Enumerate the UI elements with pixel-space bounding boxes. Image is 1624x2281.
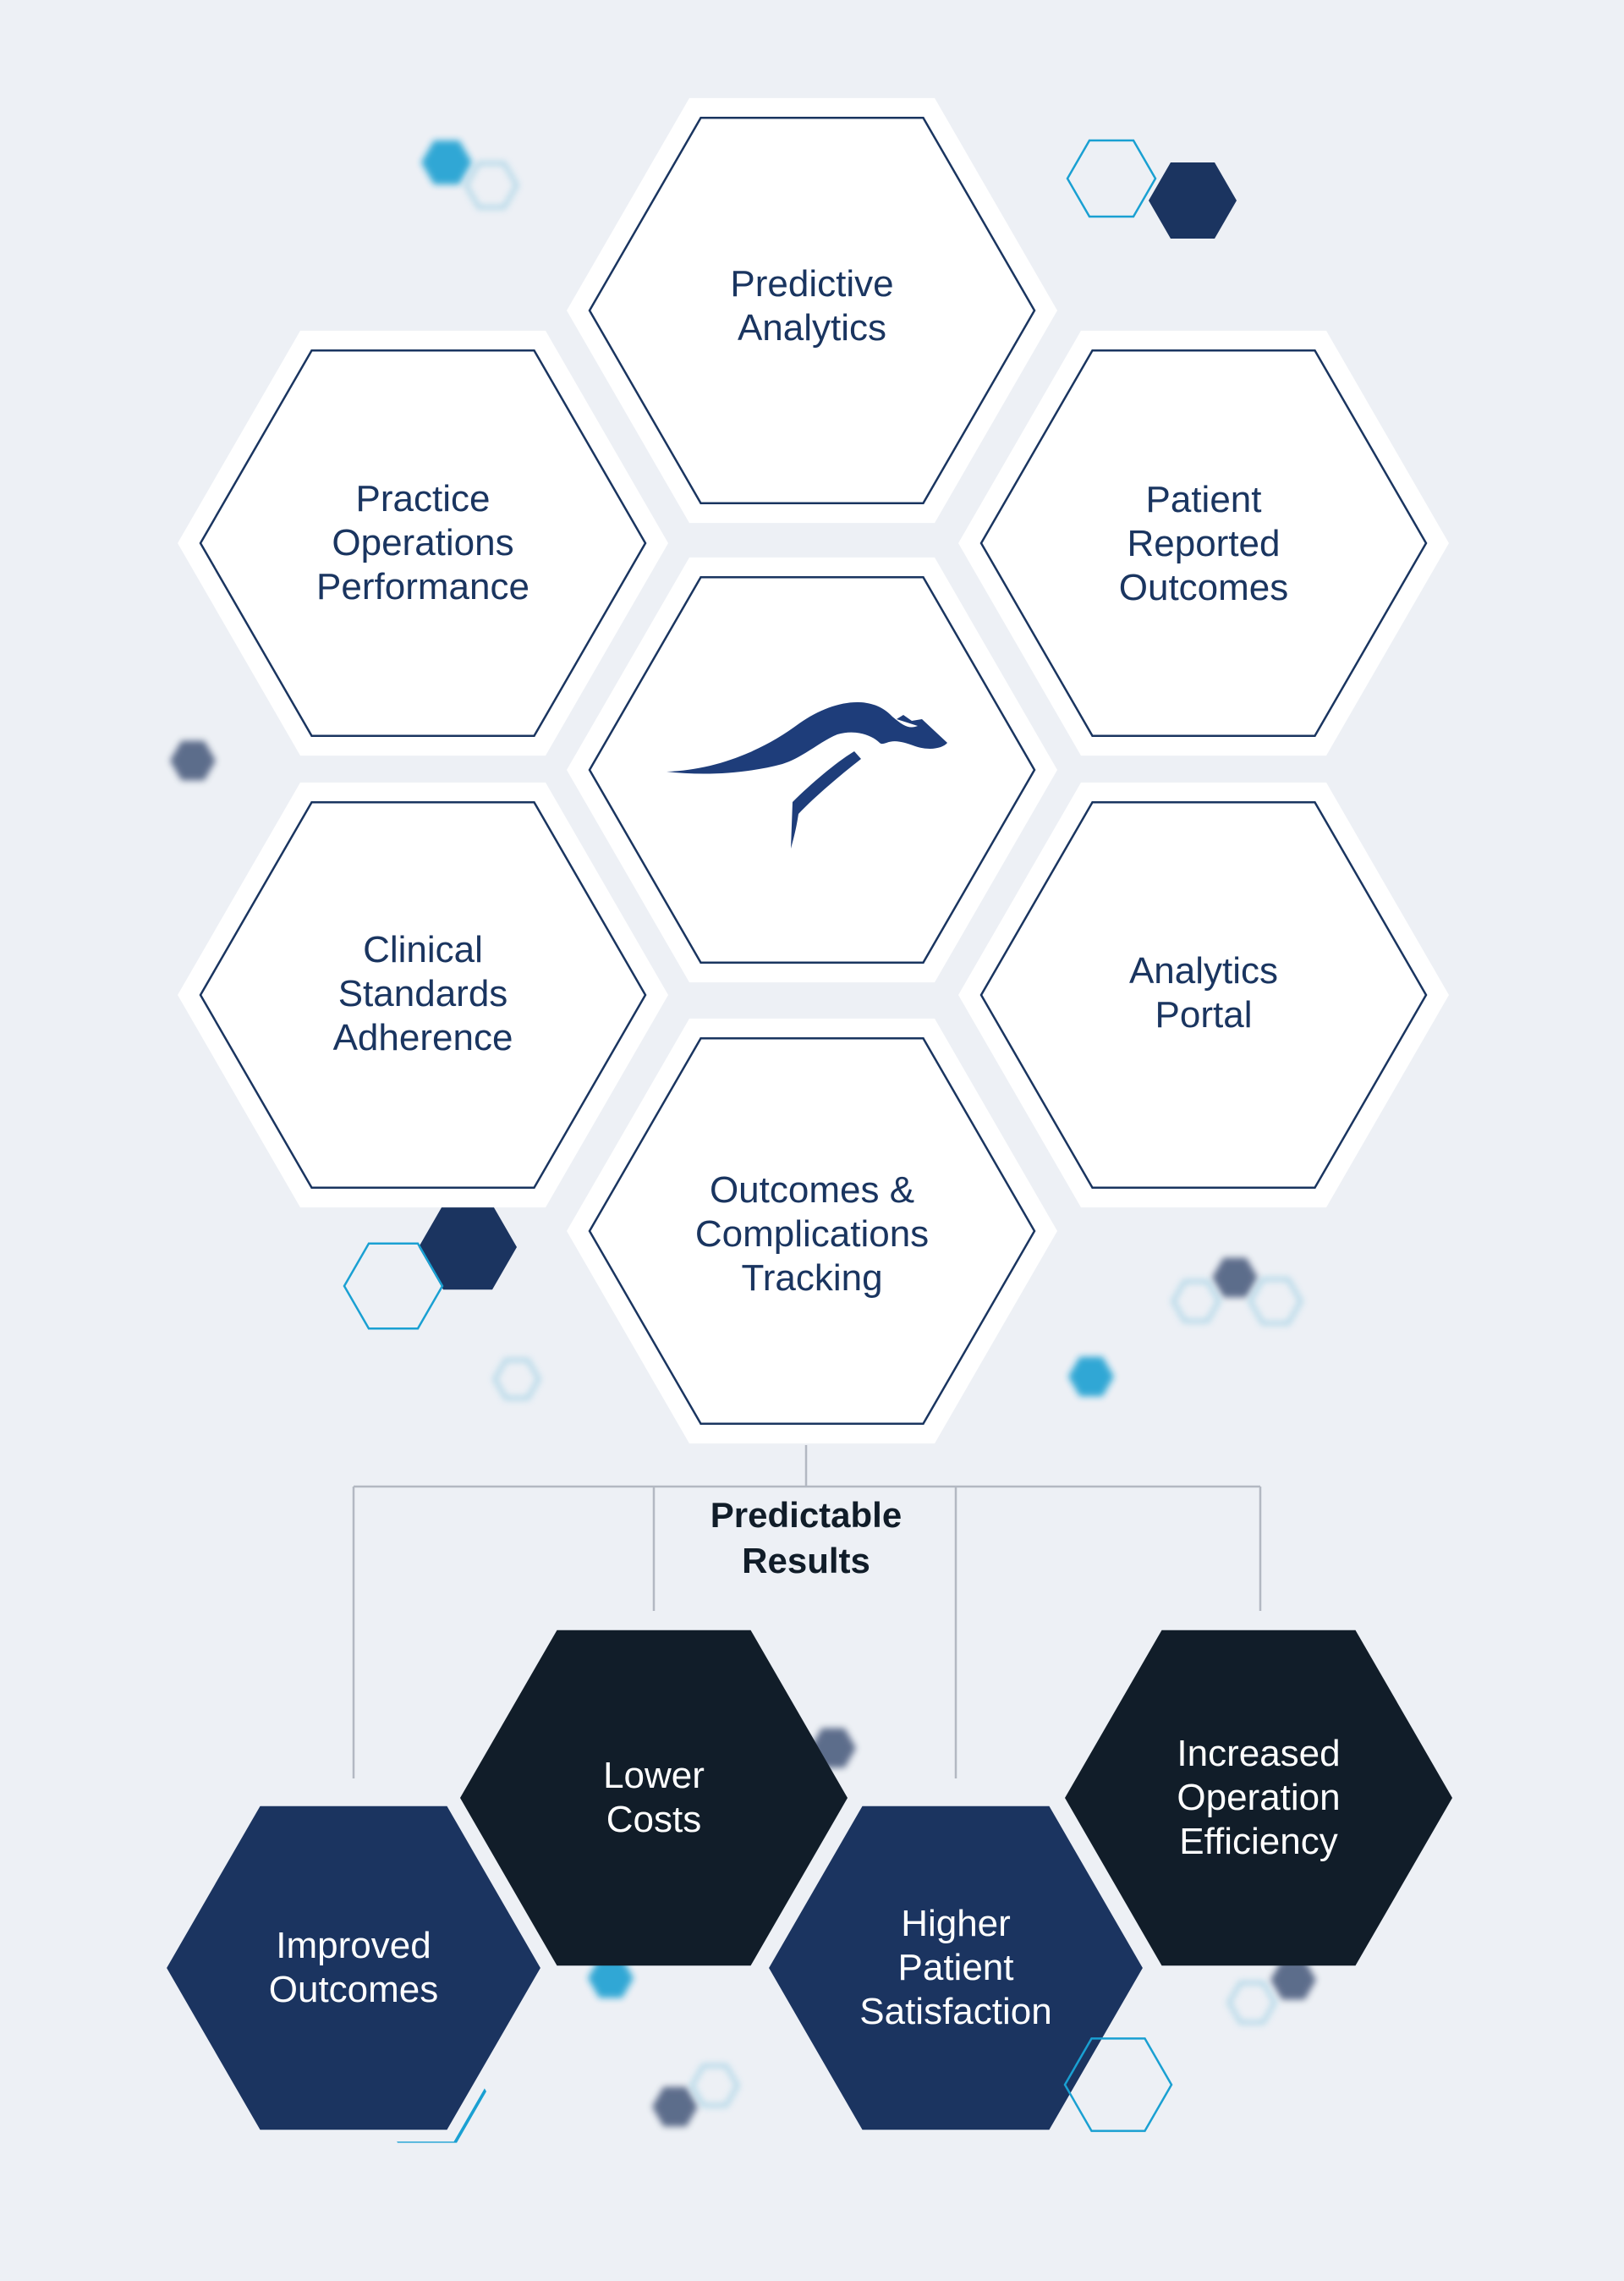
label-line: Predictive [730,263,894,305]
label-line: Patient [1145,479,1262,520]
label-line: Improved [276,1925,431,1966]
label-line: Clinical [363,929,483,970]
hex-analytics-portal [979,800,1428,1190]
label-line: Outcomes & [709,1169,915,1211]
label-line: Outcomes [268,1969,439,2010]
heading-line: Results [742,1541,870,1580]
predictable-results-heading: Predictable Results [710,1492,902,1584]
cyan-dot-icon [421,140,472,184]
outline-hex-icon [464,161,519,210]
label-line: Satisfaction [859,1991,1052,2032]
outline-hex-icon [1226,1981,1277,2025]
outline-hex-icon [1248,1277,1303,1326]
label-line: Analytics [1128,950,1279,992]
outline-hex-icon [492,1358,541,1400]
hex-practice-operations-performance [199,349,647,738]
label-line: Outcomes [1118,567,1289,608]
hex-label-practice-operations-performance: Practice Operations Performance [316,477,529,609]
label-line: Reported [1127,523,1281,564]
hex-label-higher-patient-satisfaction: Higher Patient Satisfaction [859,1902,1051,2034]
label-line: Adherence [332,1017,513,1058]
navy-hex-icon [419,1204,517,1290]
hex-label-lower-costs: Lower Costs [603,1754,705,1842]
outline-hex-icon [1171,1279,1221,1323]
label-line: Higher [901,1903,1011,1944]
hex-patient-reported-outcomes [979,349,1428,738]
outline-hex-icon [1063,2037,1173,2132]
kangaroo-logo-icon [667,701,947,849]
label-line: Increased [1177,1733,1341,1774]
label-line: Practice [355,478,491,519]
hex-increased-operation-efficiency [1065,1630,1452,1966]
outline-hex-icon [1066,139,1157,218]
hex-outcomes-complications-tracking [588,1036,1036,1426]
hex-label-improved-outcomes: Improved Outcomes [269,1924,439,2012]
hex-clinical-standards-adherence [199,800,647,1190]
label-line: Analytics [737,307,887,349]
label-line: Efficiency [1179,1821,1338,1862]
outline-hex-icon [689,2064,740,2108]
slate-dot-icon [652,2086,698,2127]
cyan-dot-icon [1068,1356,1114,1397]
label-line: Patient [897,1947,1014,1988]
label-line: Standards [337,973,508,1014]
heading-line: Predictable [710,1495,903,1535]
slate-dot-icon [170,740,216,781]
label-line: Operation [1177,1777,1341,1818]
hex-label-analytics-portal: Analytics Portal [1129,949,1278,1037]
hex-center-logo [588,575,1036,965]
label-line: Costs [606,1799,702,1840]
slate-dot-icon [1212,1257,1258,1298]
outline-hex-icon [343,1242,444,1330]
label-line: Lower [603,1755,705,1796]
label-line: Operations [332,522,514,563]
label-line: Performance [316,566,529,607]
label-line: Tracking [741,1257,883,1299]
hex-label-increased-operation-efficiency: Increased Operation Efficiency [1177,1732,1340,1864]
hex-lower-costs [460,1630,848,1966]
slate-dot-icon [1270,1959,1316,2000]
hex-label-predictive-analytics: Predictive Analytics [730,262,893,350]
hex-higher-patient-satisfaction [754,1794,1157,2142]
hex-label-clinical-standards-adherence: Clinical Standards Adherence [333,928,513,1060]
label-line: Complications [694,1213,930,1255]
navy-hex-icon [1149,162,1237,239]
hex-predictive-analytics [588,116,1036,505]
hex-improved-outcomes [152,1794,555,2142]
label-line: Portal [1155,994,1253,1036]
hex-label-outcomes-complications-tracking: Outcomes & Complications Tracking [695,1168,929,1300]
cyan-dot-icon [588,1958,634,1998]
hex-label-patient-reported-outcomes: Patient Reported Outcomes [1119,478,1289,610]
